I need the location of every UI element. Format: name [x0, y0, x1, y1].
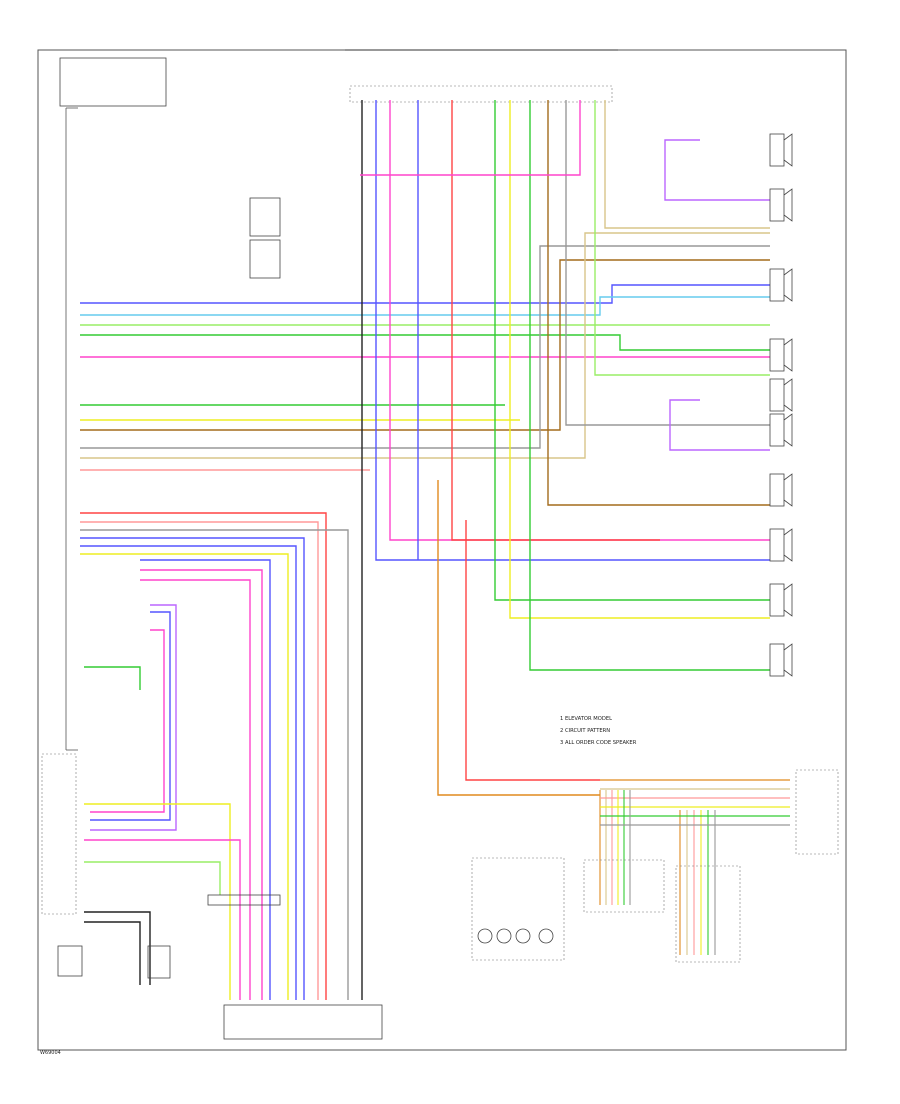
wire-run-10 — [80, 521, 319, 1000]
wire-run-14 — [80, 553, 289, 1000]
wire-run-13 — [80, 545, 297, 1000]
speaker-loop-1 — [669, 399, 770, 451]
speaker-1 — [769, 133, 793, 167]
wire-vert-7 — [494, 100, 770, 601]
wire-run-18 — [90, 604, 177, 831]
wire-run-23 — [84, 839, 241, 1000]
top-connector — [349, 85, 613, 103]
wire-run-21 — [84, 666, 141, 690]
wire-vert-5 — [437, 480, 600, 796]
wire-run-27 — [80, 245, 770, 449]
wire-run-19 — [90, 611, 171, 821]
wire-run-0 — [80, 284, 770, 304]
wire-vert-14 — [604, 100, 770, 229]
wire-run-9 — [80, 512, 327, 1000]
wire-vert-10 — [547, 100, 770, 506]
left-bottom-module — [57, 945, 83, 977]
speaker-2 — [769, 188, 793, 222]
wire-run-1 — [80, 296, 770, 316]
wire-vert-6 — [465, 520, 600, 781]
note-1: 1 ELEVATOR MODEL — [560, 716, 612, 722]
right-module — [795, 769, 839, 855]
wire-run-25 — [84, 911, 151, 985]
footer-code: W69004 — [40, 1050, 61, 1056]
wire-run-15 — [140, 559, 271, 1000]
speaker-8 — [769, 528, 793, 562]
speaker-3 — [769, 268, 793, 302]
wire-layer — [80, 100, 790, 1000]
wire-run-28 — [80, 232, 770, 459]
wire-vert-4 — [451, 100, 660, 541]
wire-vert-1 — [375, 100, 770, 561]
wire-run-3 — [80, 334, 770, 351]
wire-run-12 — [80, 537, 305, 1000]
rear-connector — [675, 865, 741, 963]
amplifier-module — [471, 857, 565, 961]
speaker-components — [769, 133, 793, 677]
wire-run-11 — [80, 529, 349, 1000]
speaker-6 — [769, 413, 793, 447]
wire-vert-9 — [529, 100, 770, 671]
speaker-loop-0 — [664, 139, 770, 201]
wire-vert-13 — [594, 100, 770, 376]
left-lower-module — [41, 753, 77, 915]
subwoofer-connector — [583, 859, 665, 913]
wire-run-22 — [84, 803, 231, 1000]
wire-vert-8 — [509, 100, 770, 619]
left-bottom-module-2 — [147, 945, 171, 979]
speaker-9 — [769, 583, 793, 617]
wire-run-24 — [84, 861, 221, 895]
wire-run-20 — [90, 629, 165, 813]
wire-run-26 — [84, 921, 141, 985]
amplifier-jacks — [477, 928, 554, 944]
wire-run-7 — [80, 259, 770, 431]
mid-connector — [207, 894, 281, 906]
wire-run-17 — [140, 579, 251, 1000]
module-top-block — [249, 197, 281, 237]
speaker-10 — [769, 643, 793, 677]
speaker-4 — [769, 338, 793, 372]
radio-unit-connector — [223, 1004, 383, 1040]
wire-vert-12 — [360, 100, 581, 176]
speaker-5 — [769, 378, 793, 412]
wire-run-16 — [140, 569, 263, 1000]
bottom-components — [41, 197, 839, 1040]
note-3: 3 ALL ORDER CODE SPEAKER — [560, 740, 637, 746]
wire-vert-11 — [565, 100, 770, 426]
speaker-7 — [769, 473, 793, 507]
left-harness — [59, 57, 167, 751]
note-2: 2 CIRCUIT PATTERN — [560, 728, 610, 734]
notes-block: 1 ELEVATOR MODEL 2 CIRCUIT PATTERN 3 ALL… — [560, 716, 637, 746]
module-top-block-2 — [249, 239, 281, 279]
